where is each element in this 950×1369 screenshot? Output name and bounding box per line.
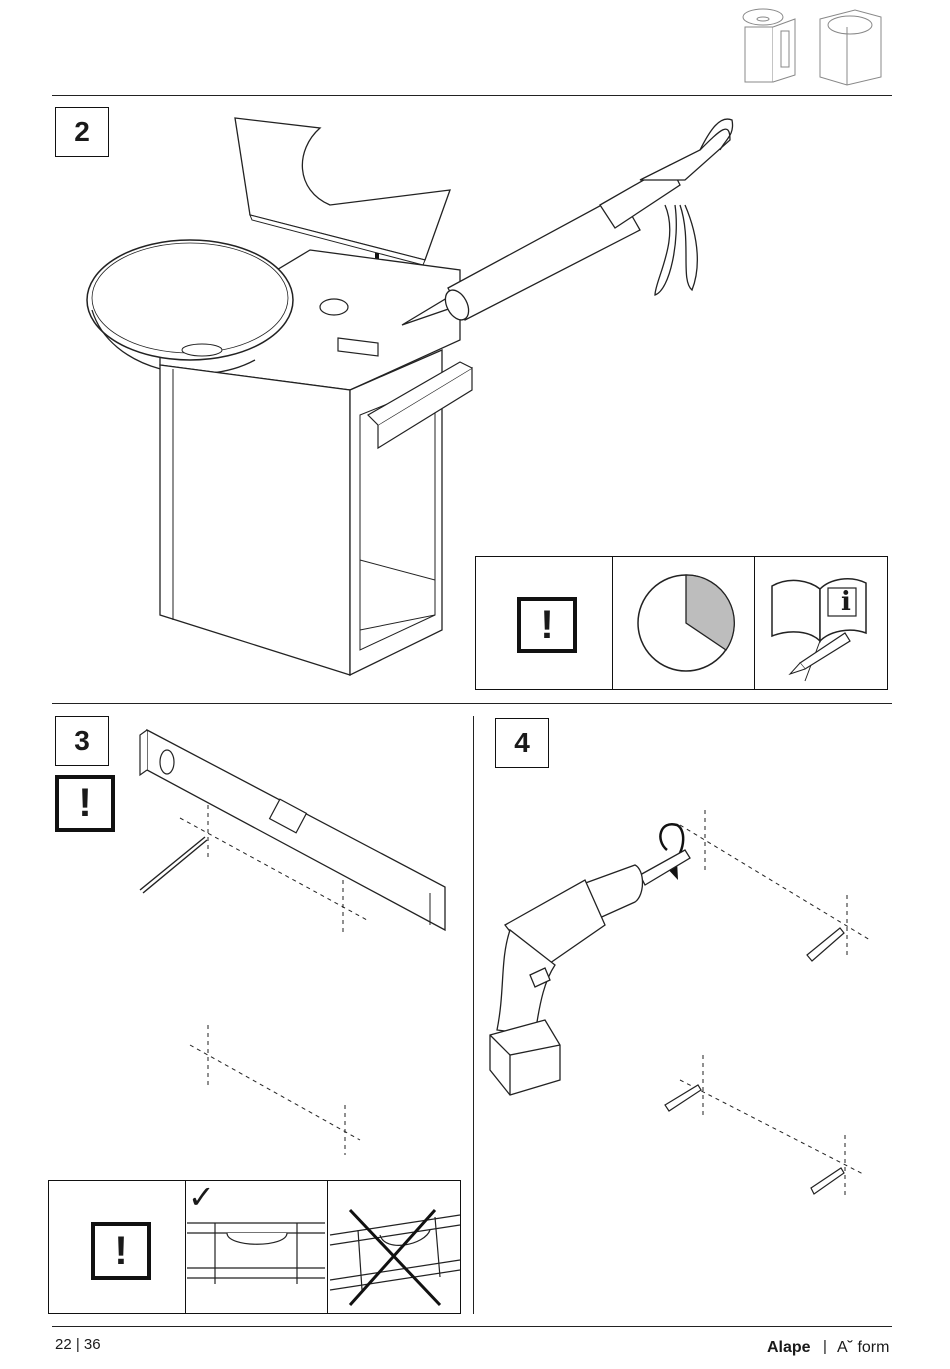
page-number: 22 | 36 xyxy=(55,1336,101,1353)
brand-logo: Alape xyxy=(767,1339,811,1357)
step-3-number: 3 xyxy=(55,716,109,766)
spirit-level-illustration xyxy=(135,725,465,1155)
level-correct-icon xyxy=(187,1218,325,1288)
check-mark-icon: ✓ xyxy=(188,1180,215,1214)
middle-divider xyxy=(52,703,892,704)
product-thumbnail-cabinet-icon xyxy=(735,5,805,85)
panel-cell-divider xyxy=(185,1181,186,1313)
footer-divider xyxy=(52,1326,892,1327)
drill-illustration xyxy=(485,800,885,1200)
product-thumbnail-column-icon xyxy=(815,5,885,85)
panel-cell-divider xyxy=(754,557,755,689)
brand-separator: | xyxy=(823,1338,827,1355)
product-name: A˘ form xyxy=(837,1339,889,1357)
warning-icon: ! xyxy=(517,597,577,653)
warning-icon: ! xyxy=(91,1222,151,1280)
top-divider xyxy=(52,95,892,96)
info-symbol: i xyxy=(834,588,858,616)
panel-cell-divider xyxy=(327,1181,328,1313)
warning-icon: ! xyxy=(55,775,115,832)
step-4-number: 4 xyxy=(495,718,549,768)
column-divider xyxy=(473,716,474,1314)
clock-icon xyxy=(636,573,736,673)
panel-cell-divider xyxy=(612,557,613,689)
level-incorrect-icon xyxy=(330,1205,460,1310)
